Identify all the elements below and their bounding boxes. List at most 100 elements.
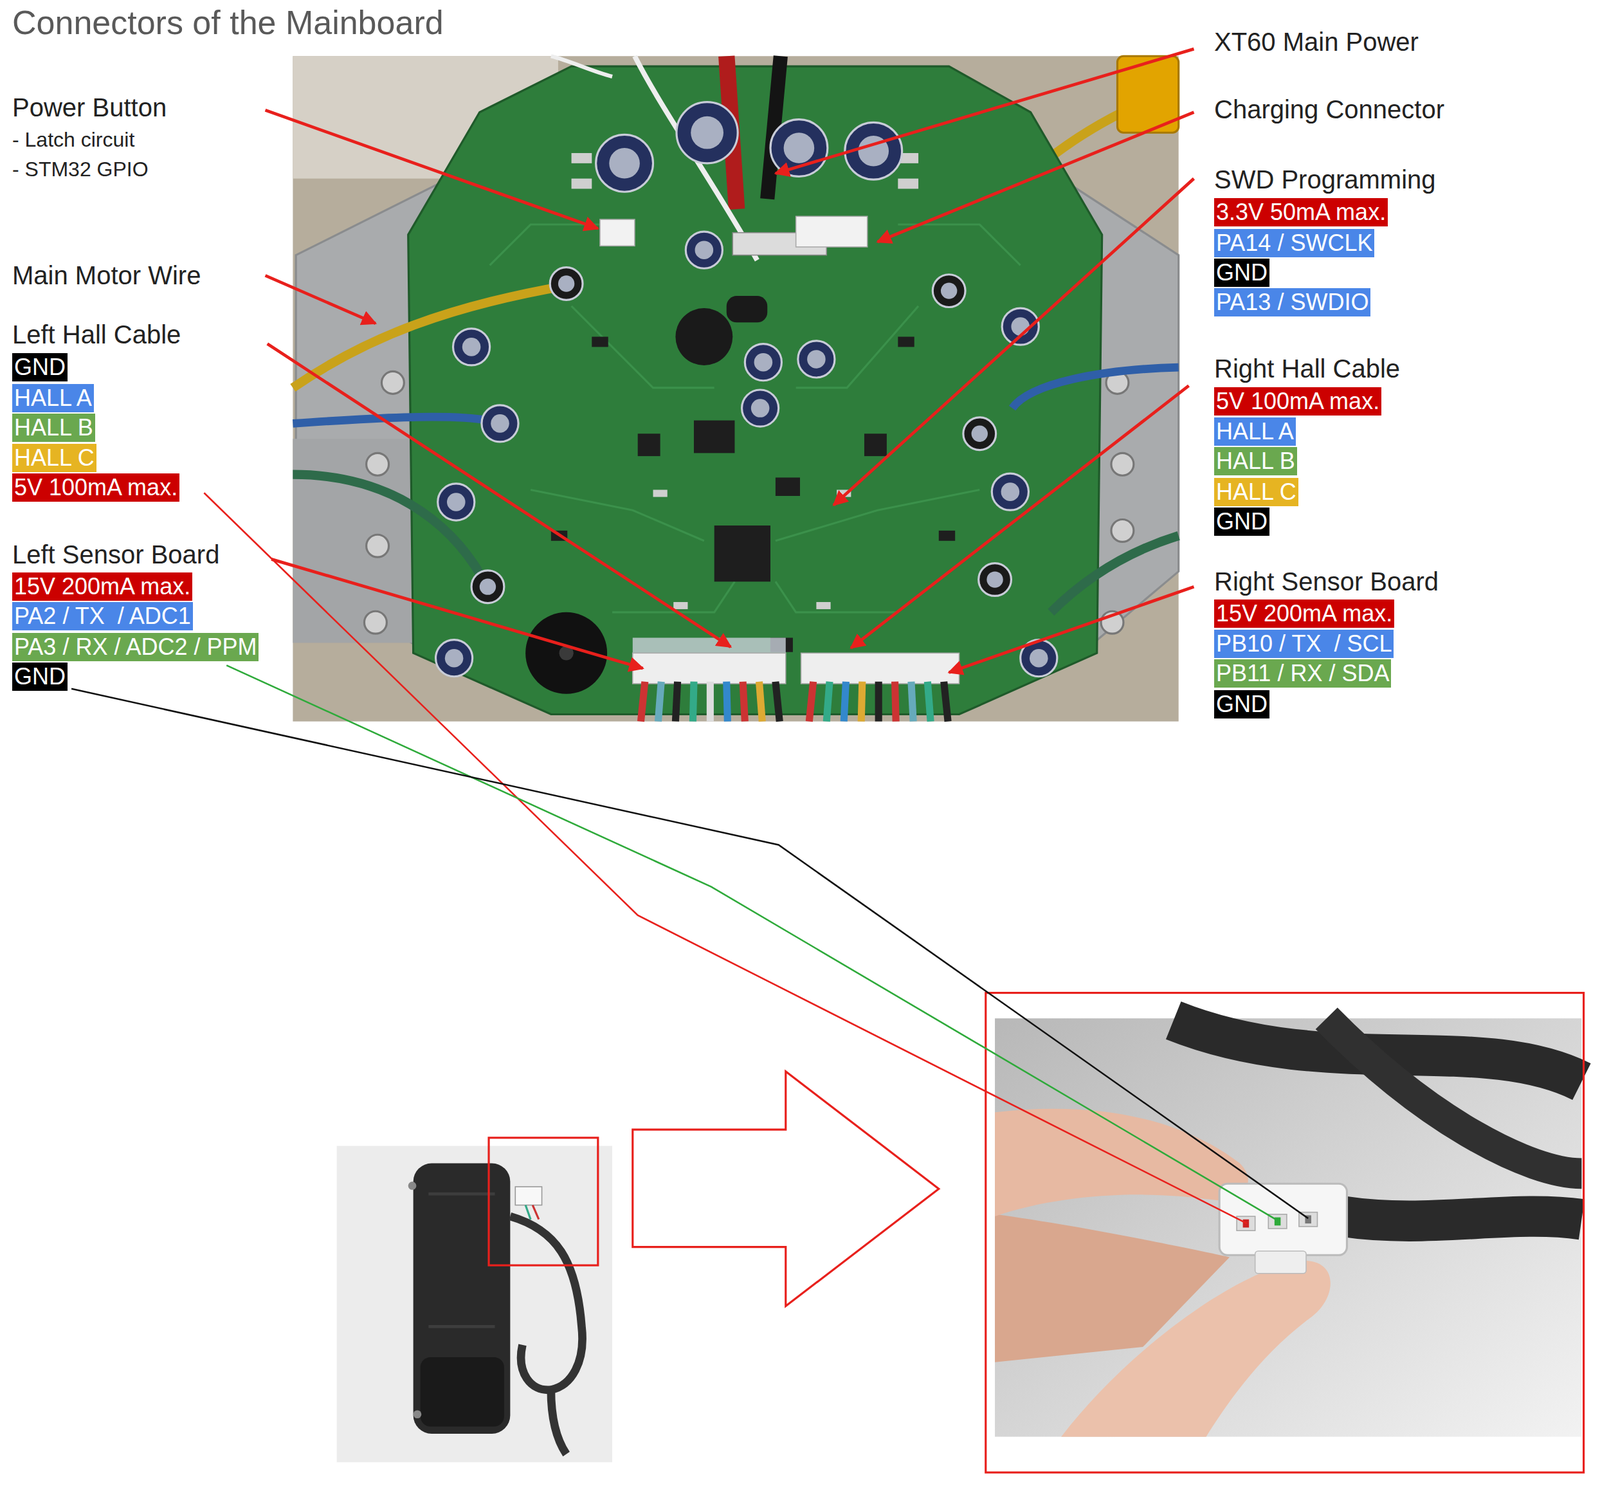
capacitor bbox=[971, 425, 988, 442]
mainboard-photo bbox=[292, 55, 1179, 721]
mainboard-photo bbox=[864, 433, 887, 456]
mainboard-photo bbox=[591, 336, 608, 348]
pin-label: HALL A bbox=[12, 383, 94, 413]
mainboard-photo bbox=[775, 581, 898, 613]
connector-photo bbox=[1326, 1018, 1582, 1173]
pedal-photo bbox=[336, 1137, 613, 1462]
pin-label: GND bbox=[1214, 258, 1270, 287]
pedal-photo bbox=[336, 1145, 613, 1463]
pedal-photo bbox=[408, 1181, 417, 1190]
mainboard-photo bbox=[675, 681, 678, 722]
section-heading: Right Hall Cable bbox=[1214, 353, 1400, 384]
capacitor bbox=[1010, 317, 1030, 336]
mainboard-photo bbox=[759, 681, 763, 722]
pedal-photo bbox=[428, 1192, 495, 1196]
leader-arrow bbox=[265, 48, 1195, 673]
mainboard-photo bbox=[366, 452, 390, 476]
pin-label: 5V 100mA max. bbox=[12, 473, 180, 502]
mainboard-photo bbox=[653, 489, 668, 497]
capacitor bbox=[932, 274, 966, 308]
capacitor bbox=[471, 267, 1011, 604]
pedal-photo bbox=[428, 1193, 495, 1327]
pin-label: PB11 / RX / SDA bbox=[1214, 659, 1391, 688]
wiring-line bbox=[203, 492, 1247, 1224]
leader-arrow bbox=[267, 344, 731, 647]
capacitor bbox=[783, 132, 815, 164]
capacitor bbox=[1029, 648, 1049, 668]
mainboard-photo bbox=[801, 652, 960, 684]
pin-label: PA2 / TX / ADC1 bbox=[12, 601, 193, 631]
leader-arrow bbox=[850, 385, 1189, 649]
leader-arrow bbox=[265, 109, 599, 229]
capacitor bbox=[742, 389, 779, 427]
wiring-line bbox=[71, 492, 1309, 1224]
mainboard-photo bbox=[408, 66, 1103, 714]
mainboard-photo bbox=[640, 681, 948, 722]
capacitor bbox=[751, 398, 770, 418]
capacitor bbox=[471, 570, 505, 604]
mainboard-photo bbox=[1111, 518, 1134, 542]
mainboard-photo bbox=[551, 336, 955, 653]
capacitor bbox=[437, 483, 475, 521]
section-heading: Power Button bbox=[12, 91, 167, 123]
section-heading: Charging Connector bbox=[1214, 93, 1445, 125]
capacitor bbox=[685, 231, 723, 269]
mainboard-photo bbox=[897, 224, 1020, 265]
mainboard-photo bbox=[944, 681, 948, 722]
section-heading: Left Hall Cable bbox=[12, 318, 181, 350]
mainboard-photo bbox=[673, 601, 688, 610]
capacitor bbox=[676, 102, 738, 164]
pedal-photo bbox=[525, 1205, 531, 1220]
connector-photo bbox=[1342, 1216, 1582, 1221]
mainboard-photo bbox=[292, 416, 488, 424]
pin-label: GND bbox=[1214, 690, 1270, 719]
mainboard-photo bbox=[706, 681, 714, 722]
pin-label: HALL B bbox=[12, 413, 96, 442]
mainboard-photo bbox=[897, 336, 914, 348]
pedal-photo bbox=[509, 1216, 582, 1390]
pedal-photo bbox=[532, 1205, 539, 1220]
mainboard-photo bbox=[632, 637, 786, 683]
mainboard-photo bbox=[366, 534, 390, 557]
mainboard-photo bbox=[726, 681, 728, 722]
capacitor bbox=[744, 344, 782, 381]
pin-label: HALL C bbox=[1214, 477, 1299, 507]
connector-photo bbox=[994, 1018, 1582, 1437]
capacitor bbox=[490, 414, 510, 433]
mainboard-photo bbox=[897, 178, 919, 190]
connector-photo bbox=[1236, 1212, 1318, 1231]
mainboard-photo bbox=[911, 681, 914, 722]
mainboard-photo bbox=[809, 681, 813, 722]
mainboard-photo bbox=[775, 681, 780, 722]
mainboard-photo bbox=[363, 610, 387, 634]
mainboard-photo bbox=[571, 153, 593, 164]
connector-photo bbox=[985, 992, 1584, 1473]
mainboard-photo bbox=[551, 55, 613, 77]
mainboard-photo bbox=[632, 652, 786, 684]
capacitor bbox=[436, 639, 473, 677]
pin-label: GND bbox=[12, 662, 68, 691]
mainboard-photo bbox=[675, 308, 733, 366]
wiring-line bbox=[71, 688, 1309, 1219]
mainboard-photo bbox=[693, 420, 735, 454]
diagram-title: Connectors of the Mainboard bbox=[12, 2, 444, 43]
capacitor bbox=[1001, 308, 1039, 345]
mainboard-photo bbox=[612, 581, 735, 613]
leader-arrow bbox=[775, 48, 1195, 174]
capacitor bbox=[798, 340, 835, 378]
connector-photo bbox=[985, 992, 1584, 1473]
capacitor bbox=[436, 102, 1058, 677]
leader-arrow bbox=[949, 586, 1195, 673]
pedal-photo bbox=[413, 1409, 422, 1419]
capacitor bbox=[1001, 482, 1020, 501]
mainboard-photo bbox=[571, 153, 919, 610]
capacitor bbox=[446, 492, 466, 512]
pin-label: HALL B bbox=[1214, 446, 1298, 476]
pin-label: 5V 100mA max. bbox=[1214, 387, 1382, 416]
capacitor bbox=[596, 134, 654, 192]
mainboard-photo bbox=[875, 681, 883, 722]
capacitor bbox=[436, 102, 1058, 677]
pedal-photo bbox=[420, 1356, 505, 1427]
pin-label: 3.3V 50mA max. bbox=[1214, 198, 1388, 227]
capacitor bbox=[807, 349, 826, 369]
